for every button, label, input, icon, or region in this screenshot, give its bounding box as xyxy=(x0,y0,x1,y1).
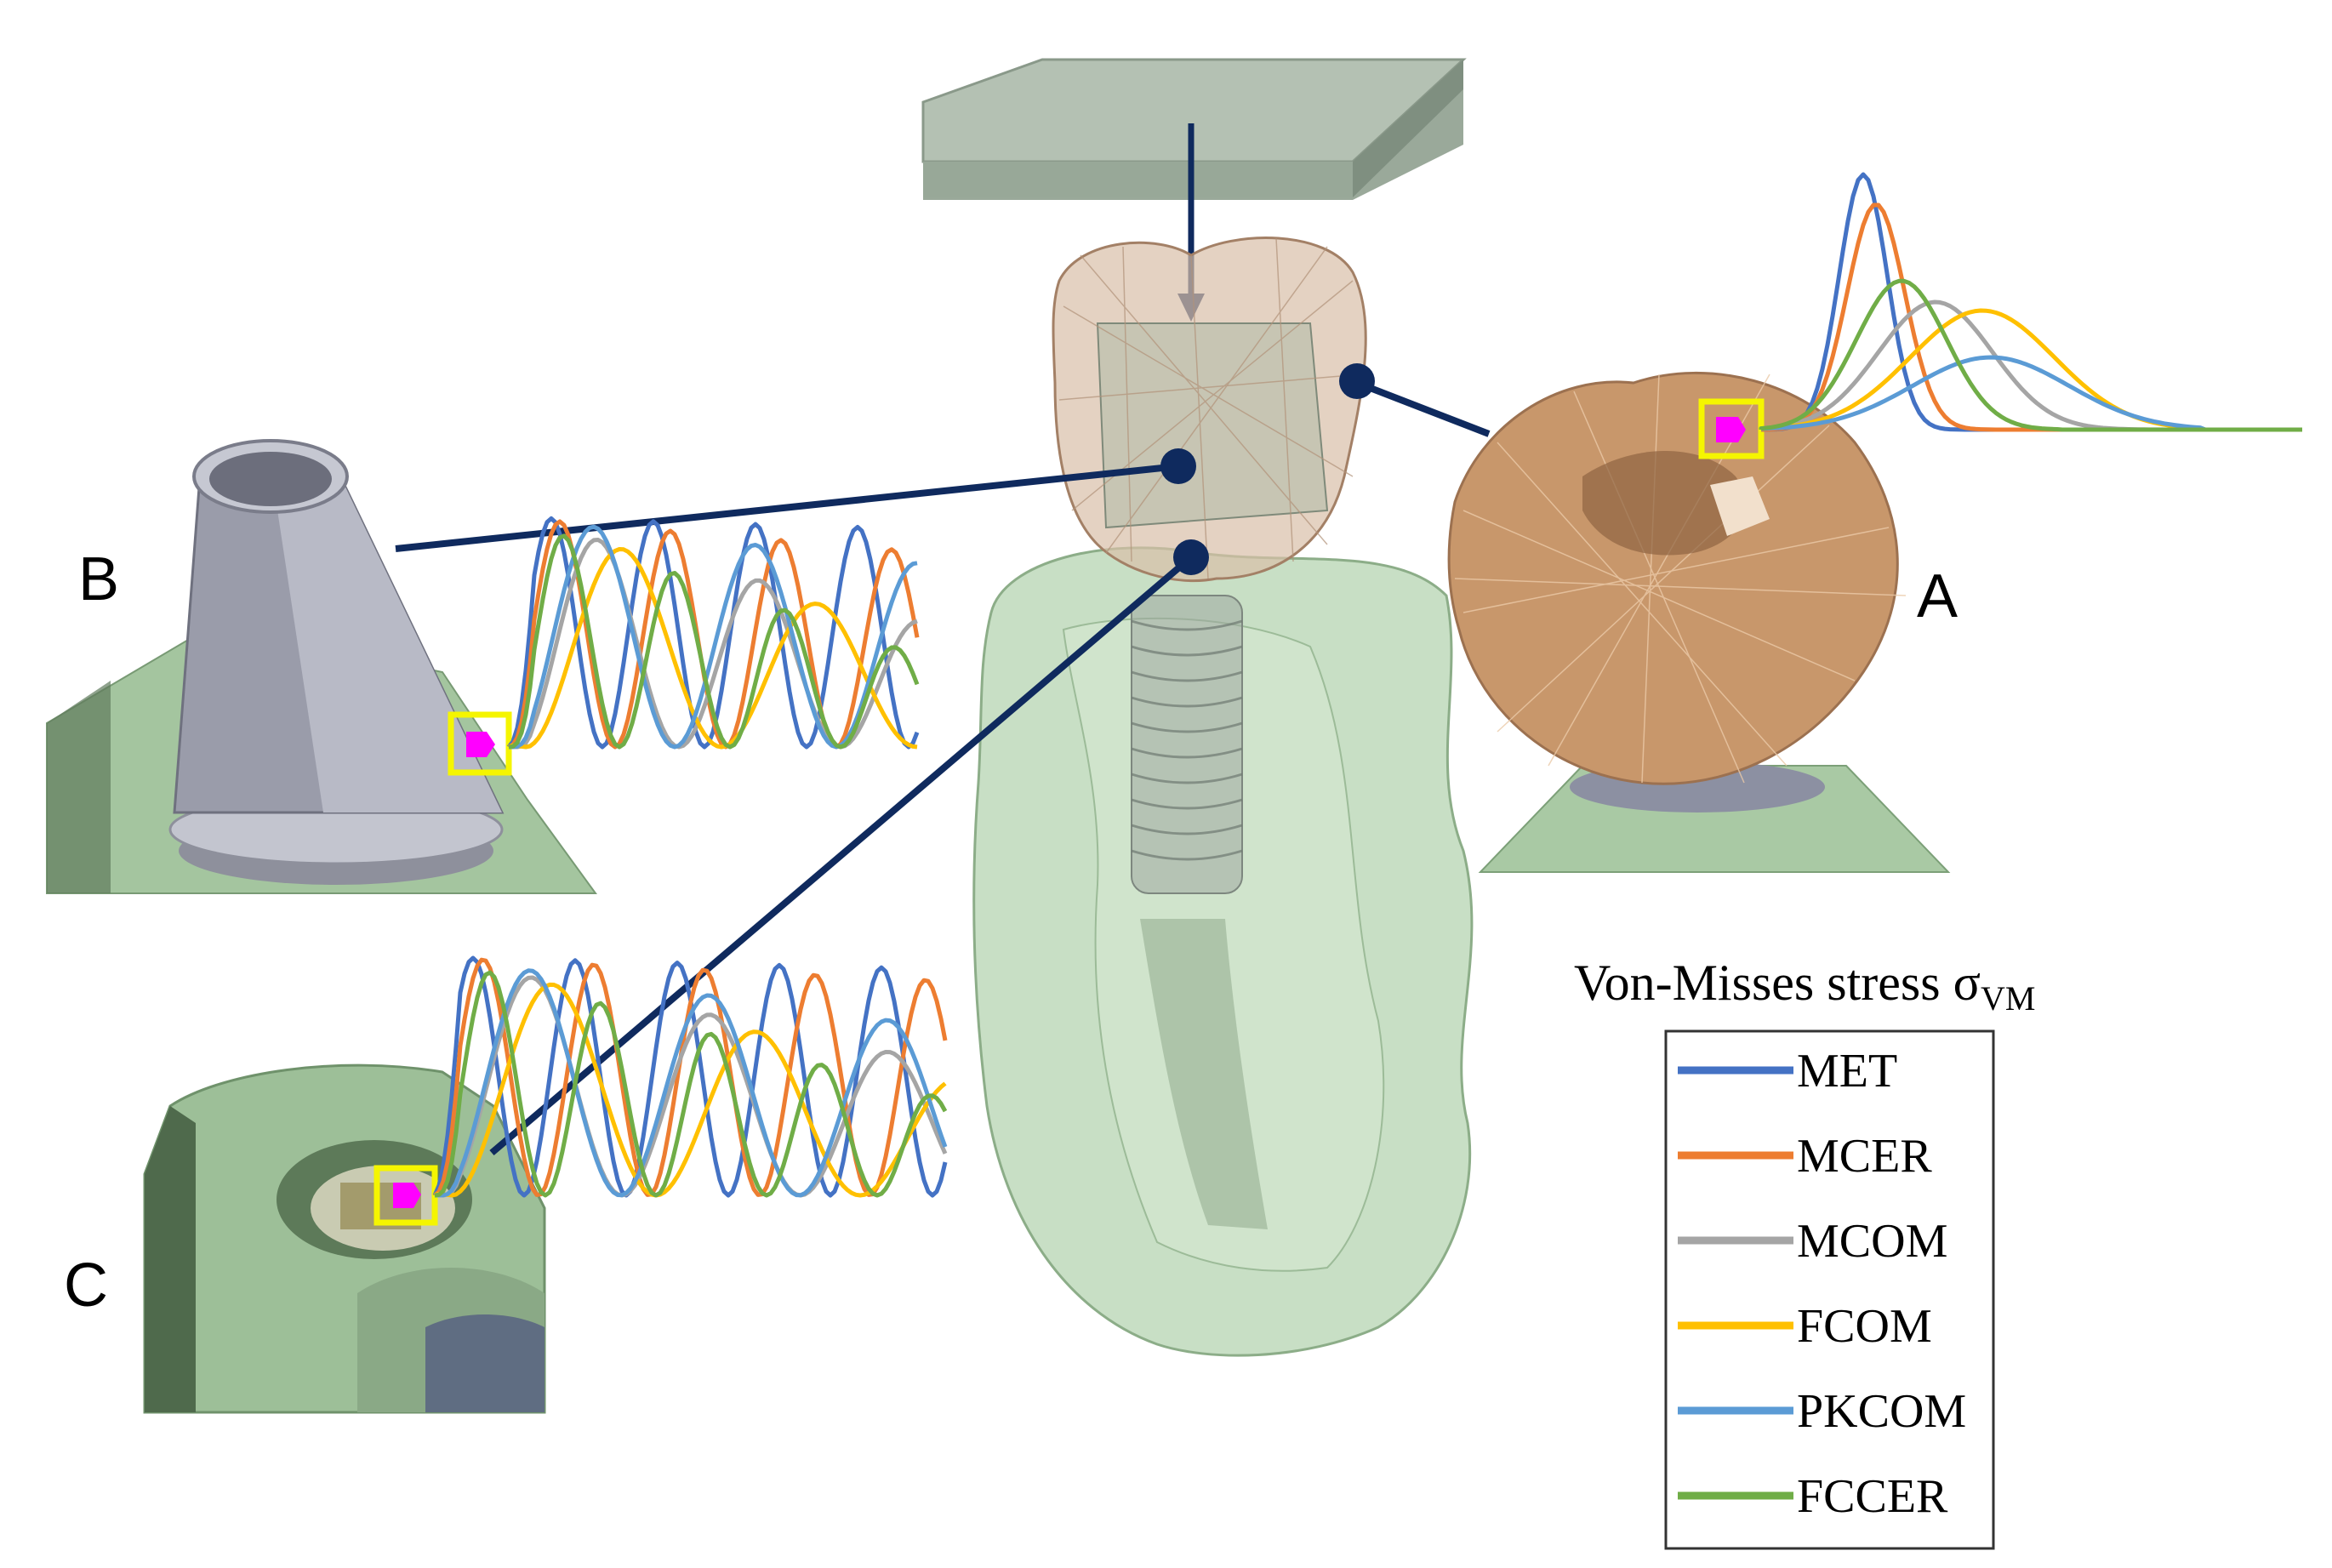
connector-dot-a xyxy=(1339,363,1375,399)
legend-box xyxy=(1664,1029,1995,1550)
legend-title-main: Von-Misses stress σ xyxy=(1574,955,1981,1011)
marker-c xyxy=(393,1183,421,1208)
curve-c-pkcom xyxy=(434,968,948,1198)
curve-b-pkcom xyxy=(509,524,918,750)
legend-label-mcer: MCER xyxy=(1797,1130,1932,1183)
legend-items: MET MCER MCOM FCOM PKCOM FCCER xyxy=(1678,1045,1966,1523)
legend-label-met: MET xyxy=(1797,1045,1897,1098)
connector-dots xyxy=(1160,363,1375,575)
legend-label-mcom: MCOM xyxy=(1797,1215,1947,1268)
connector-dot-b xyxy=(1160,448,1196,484)
stress-curves-c xyxy=(432,955,948,1198)
panel-label-c: C xyxy=(64,1252,108,1320)
central-crown xyxy=(1052,237,1367,583)
connector-c xyxy=(489,554,1194,1156)
stress-curves-b xyxy=(507,516,920,750)
legend-title: Von-Misses stress σVM xyxy=(1574,955,2035,1018)
implant-fixture xyxy=(1131,595,1243,894)
panel-label-a: A xyxy=(1917,562,1958,630)
curve-c-mcer xyxy=(433,957,948,1197)
connector-a xyxy=(1355,379,1491,437)
curve-b-fcom xyxy=(508,547,918,750)
stress-curves-a xyxy=(1759,172,2302,432)
curve-c-fcom xyxy=(434,982,947,1198)
curve-a-met xyxy=(1760,172,2302,432)
curve-c-fccer xyxy=(434,970,948,1198)
panel-c-bone xyxy=(143,1063,546,1414)
panel-a-crown xyxy=(1447,371,1951,873)
connectors xyxy=(395,379,1491,1156)
connector-b xyxy=(395,463,1179,552)
connector-dot-c xyxy=(1173,539,1209,575)
legend-title-subscript: VM xyxy=(1981,979,2035,1018)
panel-label-b: B xyxy=(78,545,119,613)
loading-plate xyxy=(921,58,1467,200)
legend-label-fccer: FCCER xyxy=(1797,1470,1948,1523)
legend: Von-Misses stress σVM MET MCER MCOM FCOM PKC… xyxy=(1574,955,2035,1550)
legend-label-pkcom: PKCOM xyxy=(1797,1385,1966,1438)
curve-b-fccer xyxy=(508,533,920,750)
marker-a xyxy=(1716,417,1746,442)
curve-a-fccer xyxy=(1759,278,2302,432)
panel-b-abutment xyxy=(46,439,597,894)
marker-b xyxy=(466,732,495,757)
legend-label-fcom: FCOM xyxy=(1797,1300,1932,1353)
curve-c-mcom xyxy=(434,975,948,1198)
